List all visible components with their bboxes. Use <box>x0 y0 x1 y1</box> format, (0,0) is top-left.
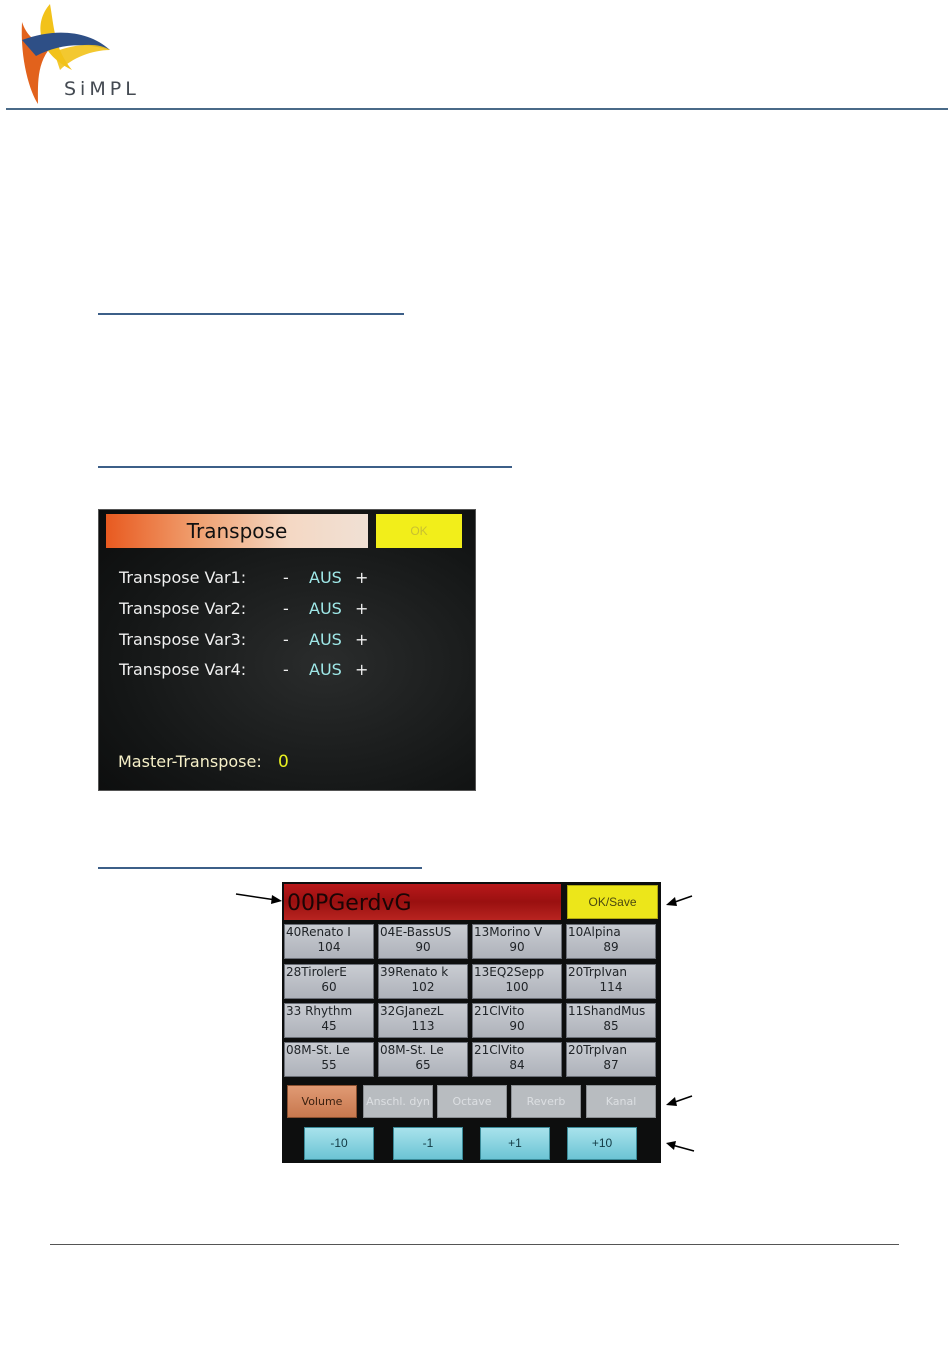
slot-name: 21ClVito <box>474 1043 525 1057</box>
step-minus-1-button[interactable]: -1 <box>393 1127 463 1160</box>
arrow-modes-icon <box>666 1095 693 1106</box>
transpose-plus-button[interactable]: + <box>355 568 369 587</box>
slot-name: 13EQ2Sepp <box>474 965 545 979</box>
slot-name: 33 Rhythm <box>286 1004 353 1018</box>
logo-wordmark: SiMPL <box>64 78 140 100</box>
slot-value: 90 <box>509 940 525 954</box>
step-minus-10-button[interactable]: -10 <box>304 1127 374 1160</box>
transpose-plus-button[interactable]: + <box>355 660 369 679</box>
slot-name: 28TirolerE <box>286 965 347 979</box>
slot-name: 40Renato I <box>286 925 351 939</box>
preset-name-field[interactable]: 00PGerdvG <box>284 884 561 920</box>
slot-value: 60 <box>321 980 337 994</box>
transpose-title: Transpose <box>106 514 368 548</box>
mode-reverb-button[interactable]: Reverb <box>511 1085 581 1118</box>
transpose-row-label: Transpose Var2: <box>119 599 247 618</box>
transpose-screen: Transpose OK Transpose Var1: - AUS + Tra… <box>98 509 476 791</box>
header-rule <box>6 108 948 110</box>
slot-name: 21ClVito <box>474 1004 525 1018</box>
slot-name: 10Alpina <box>568 925 621 939</box>
transpose-minus-button[interactable]: - <box>283 660 289 679</box>
slot-name: 20TrpIvan <box>568 1043 627 1057</box>
arrow-ok-save-icon <box>666 895 693 906</box>
transpose-row-var2: Transpose Var2: - AUS + <box>119 599 459 623</box>
transpose-minus-button[interactable]: - <box>283 630 289 649</box>
transpose-ok-button[interactable]: OK <box>376 514 462 548</box>
slot-name: 11ShandMus <box>568 1004 646 1018</box>
slot-name: 39Renato k <box>380 965 449 979</box>
mode-kanal-button[interactable]: Kanal <box>586 1085 656 1118</box>
arrow-preset-icon <box>235 893 282 904</box>
slot-value: 89 <box>603 940 619 954</box>
transpose-row-label: Transpose Var1: <box>119 568 247 587</box>
slot-value: 113 <box>411 1019 435 1033</box>
transpose-value: AUS <box>309 630 342 649</box>
arrow-steps-icon <box>666 1141 695 1152</box>
slot-name: 08M-St. Le <box>380 1043 444 1057</box>
master-transpose-label: Master-Transpose: <box>118 752 262 771</box>
slot-name: 32GJanezL <box>380 1004 444 1018</box>
slot-name: 04E-BassUS <box>380 925 452 939</box>
transpose-value: AUS <box>309 568 342 587</box>
slot-value: 90 <box>415 940 431 954</box>
transpose-value: AUS <box>309 660 342 679</box>
step-plus-1-button[interactable]: +1 <box>480 1127 550 1160</box>
slot-value: 104 <box>317 940 341 954</box>
section-rule-2 <box>98 466 512 468</box>
slot-name: 13Morino V <box>474 925 543 939</box>
section-rule-1 <box>98 313 404 315</box>
mode-volume-button[interactable]: Volume <box>287 1085 357 1118</box>
transpose-row-var3: Transpose Var3: - AUS + <box>119 630 459 654</box>
transpose-plus-button[interactable]: + <box>355 630 369 649</box>
transpose-row-var1: Transpose Var1: - AUS + <box>119 568 459 592</box>
ok-save-button[interactable]: OK/Save <box>567 885 658 919</box>
slot-value: 45 <box>321 1019 337 1033</box>
slot-value: 55 <box>321 1058 337 1072</box>
slot-value: 84 <box>509 1058 525 1072</box>
transpose-row-label: Transpose Var4: <box>119 660 247 679</box>
transpose-row-label: Transpose Var3: <box>119 630 247 649</box>
slot-value: 102 <box>411 980 435 994</box>
step-plus-10-button[interactable]: +10 <box>567 1127 637 1160</box>
transpose-value: AUS <box>309 599 342 618</box>
transpose-row-var4: Transpose Var4: - AUS + <box>119 660 459 684</box>
section-rule-3 <box>98 867 422 869</box>
slot-value: 65 <box>415 1058 431 1072</box>
slot-name: 08M-St. Le <box>286 1043 350 1057</box>
master-transpose-value[interactable]: 0 <box>278 752 289 772</box>
slot-value: 85 <box>603 1019 619 1033</box>
slot-name: 20TrpIvan <box>568 965 627 979</box>
mode-octave-button[interactable]: Octave <box>437 1085 507 1118</box>
slot-value: 100 <box>505 980 529 994</box>
transpose-minus-button[interactable]: - <box>283 568 289 587</box>
footer-rule <box>50 1244 899 1245</box>
transpose-plus-button[interactable]: + <box>355 599 369 618</box>
slot-value: 114 <box>599 980 623 994</box>
slot-value: 90 <box>509 1019 525 1033</box>
simpl-logo <box>21 4 110 104</box>
transpose-minus-button[interactable]: - <box>283 599 289 618</box>
slot-value: 87 <box>603 1058 619 1072</box>
mode-anschlag-dyn-button[interactable]: Anschl. dyn <box>363 1085 433 1118</box>
